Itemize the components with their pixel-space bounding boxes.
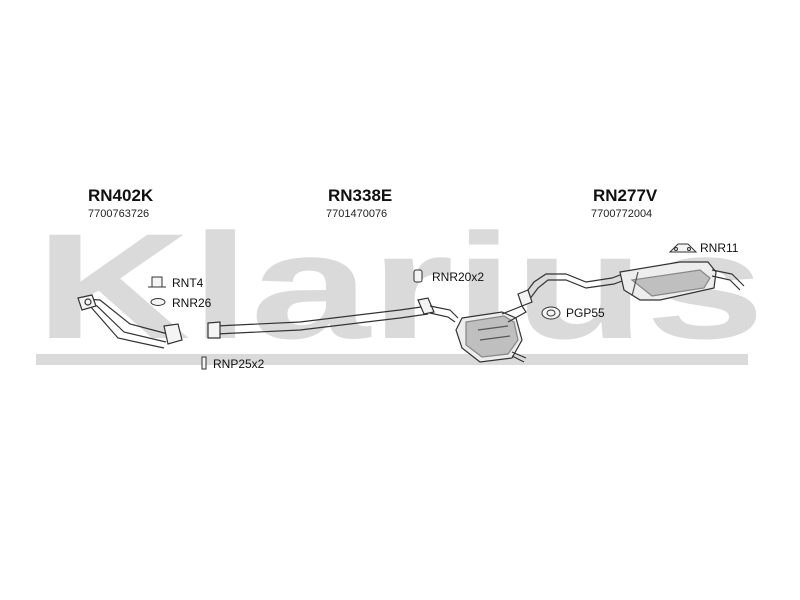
watermark-underline <box>36 354 748 365</box>
part-number-rear-silencer: 7700772004 <box>591 208 653 220</box>
accessory-label-rnr26: RNR26 <box>172 296 212 310</box>
front-pipe <box>77 294 183 349</box>
accessory-label-rnp25: RNP25x2 <box>213 357 265 371</box>
accessory-label-rnt4: RNT4 <box>172 276 204 290</box>
centre-pipe <box>207 297 527 363</box>
part-number-centre-pipe: 7701470076 <box>326 208 388 220</box>
rear-silencer <box>517 261 745 307</box>
accessory-label-rnr20: RNR20x2 <box>432 270 485 284</box>
rnr26-icon <box>150 298 166 306</box>
rnp25-icon <box>201 356 207 370</box>
rnt4-icon <box>148 276 166 288</box>
part-number-front-pipe: 7700763726 <box>88 208 150 220</box>
accessory-label-rnr11: RNR11 <box>700 241 739 255</box>
rnr20-icon <box>413 269 423 283</box>
pgp55-icon <box>541 306 561 320</box>
part-code-centre-pipe: RN338E <box>328 186 393 205</box>
part-code-front-pipe: RN402K <box>88 186 154 205</box>
accessory-label-pgp55: PGP55 <box>566 306 605 320</box>
rnr11-icon <box>668 243 698 253</box>
part-code-rear-silencer: RN277V <box>593 186 658 205</box>
